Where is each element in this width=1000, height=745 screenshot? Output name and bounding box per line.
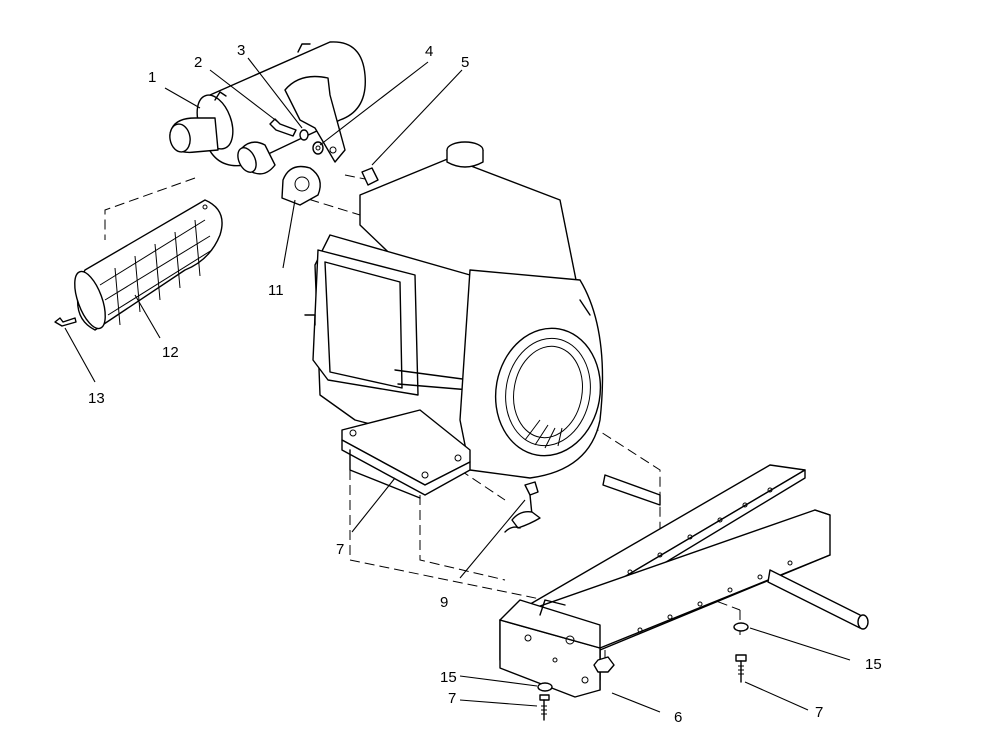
callout-5: 5 [461, 54, 469, 71]
engine-bolt [504, 481, 541, 533]
callout-7-base: 7 [336, 541, 344, 558]
callout-11: 11 [268, 282, 284, 299]
callout-12: 12 [162, 344, 179, 361]
callout-15-left: 15 [440, 669, 457, 686]
callout-3: 3 [237, 42, 245, 59]
frame [499, 464, 869, 698]
callout-2: 2 [194, 54, 202, 71]
hardware-lower [537, 622, 749, 721]
callout-9: 9 [440, 594, 448, 611]
leader-lines [64, 57, 851, 713]
callout-7-right: 7 [815, 704, 823, 721]
exhaust-flange [281, 165, 321, 206]
heat-shield [74, 199, 223, 331]
callout-labels: 1 2 3 4 5 11 12 13 7 9 15 15 7 6 7 [88, 42, 882, 726]
callout-6: 6 [674, 709, 682, 726]
muffler-bracket [284, 75, 346, 163]
engine [304, 141, 604, 499]
callout-13: 13 [88, 390, 105, 407]
bolt-and-washers [269, 118, 379, 186]
exhaust-tube [237, 141, 276, 175]
callout-7-left: 7 [448, 690, 456, 707]
callout-4: 4 [425, 43, 433, 60]
callout-15-right: 15 [865, 656, 882, 673]
callout-1: 1 [148, 69, 156, 86]
shield-screw [54, 317, 77, 327]
